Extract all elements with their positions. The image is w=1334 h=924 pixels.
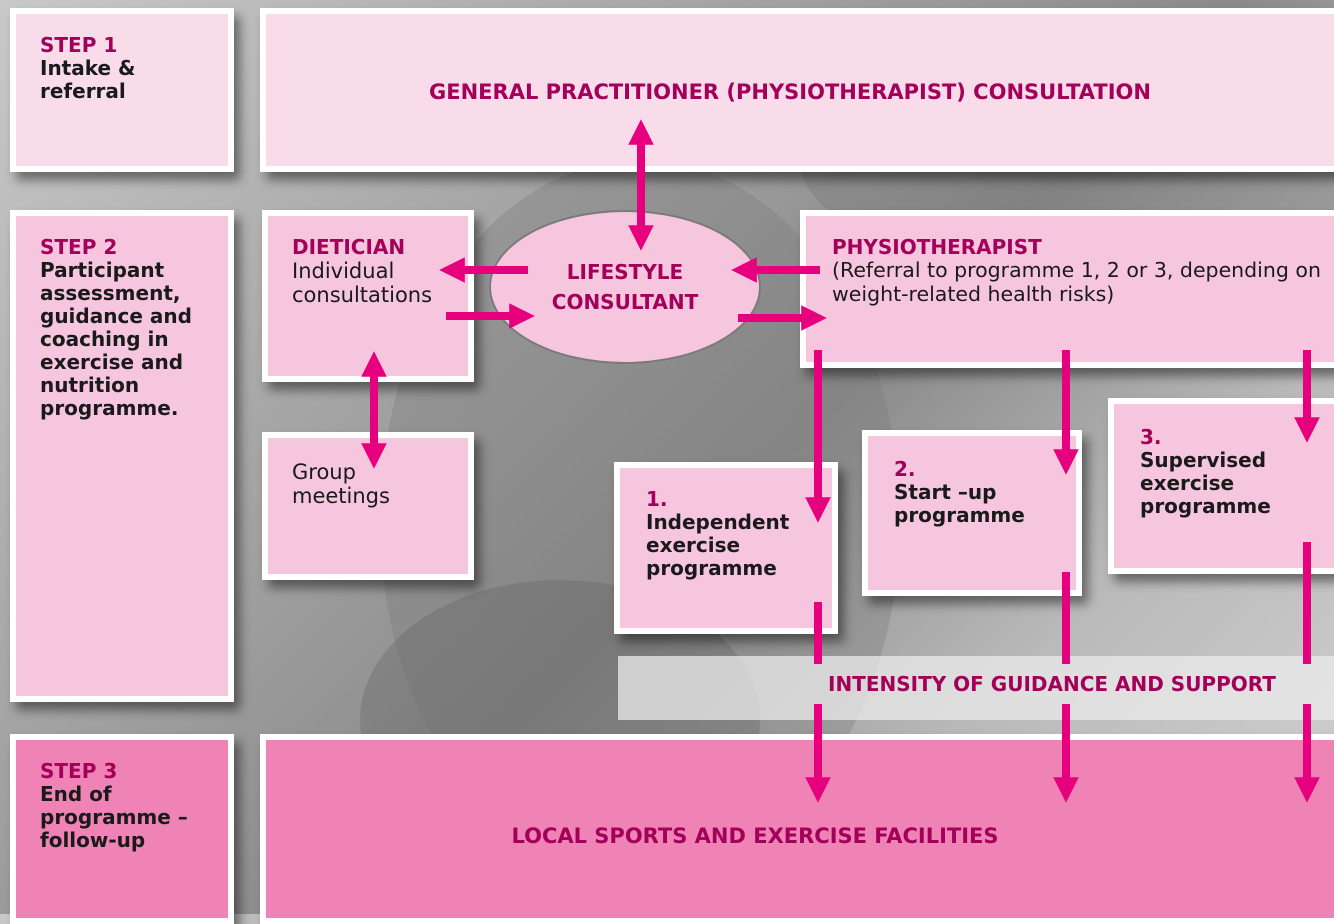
facilities-title: LOCAL SPORTS AND EXERCISE FACILITIES bbox=[511, 824, 999, 848]
step-3-box: STEP 3 End of programme – follow-up bbox=[10, 734, 234, 924]
programme-1-number: 1. bbox=[646, 487, 668, 511]
programme-2-number: 2. bbox=[894, 457, 916, 481]
dietician-title: DIETICIAN bbox=[292, 235, 406, 259]
programme-1-box: 1. Independent exercise programme bbox=[614, 462, 838, 634]
lifestyle-consultant-ellipse: LIFESTYLE CONSULTANT bbox=[489, 210, 761, 364]
lifestyle-consultant-label: LIFESTYLE CONSULTANT bbox=[551, 260, 699, 314]
group-meetings-text: Group meetings bbox=[292, 460, 390, 509]
step-3-title: End of programme – follow-up bbox=[40, 782, 188, 852]
step-2-box: STEP 2 Participant assessment, guidance … bbox=[10, 210, 234, 702]
step-1-number: STEP 1 bbox=[40, 33, 118, 57]
step-2-number: STEP 2 bbox=[40, 235, 118, 259]
programme-1-title: Independent exercise programme bbox=[646, 510, 790, 580]
step-1-box: STEP 1 Intake & referral bbox=[10, 8, 234, 172]
programme-3-number: 3. bbox=[1140, 425, 1162, 449]
gp-consultation-box: GENERAL PRACTITIONER (PHYSIOTHERAPIST) C… bbox=[260, 8, 1334, 172]
step-1-title: Intake & referral bbox=[40, 56, 136, 103]
programme-3-title: Supervised exercise programme bbox=[1140, 448, 1271, 518]
dietician-text: Individual consultations bbox=[292, 259, 433, 308]
intensity-label: INTENSITY OF GUIDANCE AND SUPPORT bbox=[828, 672, 1276, 696]
facilities-box: LOCAL SPORTS AND EXERCISE FACILITIES bbox=[260, 734, 1334, 924]
physiotherapist-text: (Referral to programme 1, 2 or 3, depend… bbox=[832, 258, 1321, 306]
programme-2-title: Start –up programme bbox=[894, 480, 1025, 527]
physiotherapist-box: PHYSIOTHERAPIST (Referral to programme 1… bbox=[800, 210, 1334, 368]
programme-2-box: 2. Start –up programme bbox=[862, 430, 1082, 596]
gp-consultation-title: GENERAL PRACTITIONER (PHYSIOTHERAPIST) C… bbox=[429, 80, 1151, 104]
intensity-band bbox=[618, 656, 1334, 720]
step-2-title: Participant assessment, guidance and coa… bbox=[40, 258, 192, 420]
physiotherapist-title: PHYSIOTHERAPIST bbox=[832, 235, 1042, 259]
step-3-number: STEP 3 bbox=[40, 759, 118, 783]
